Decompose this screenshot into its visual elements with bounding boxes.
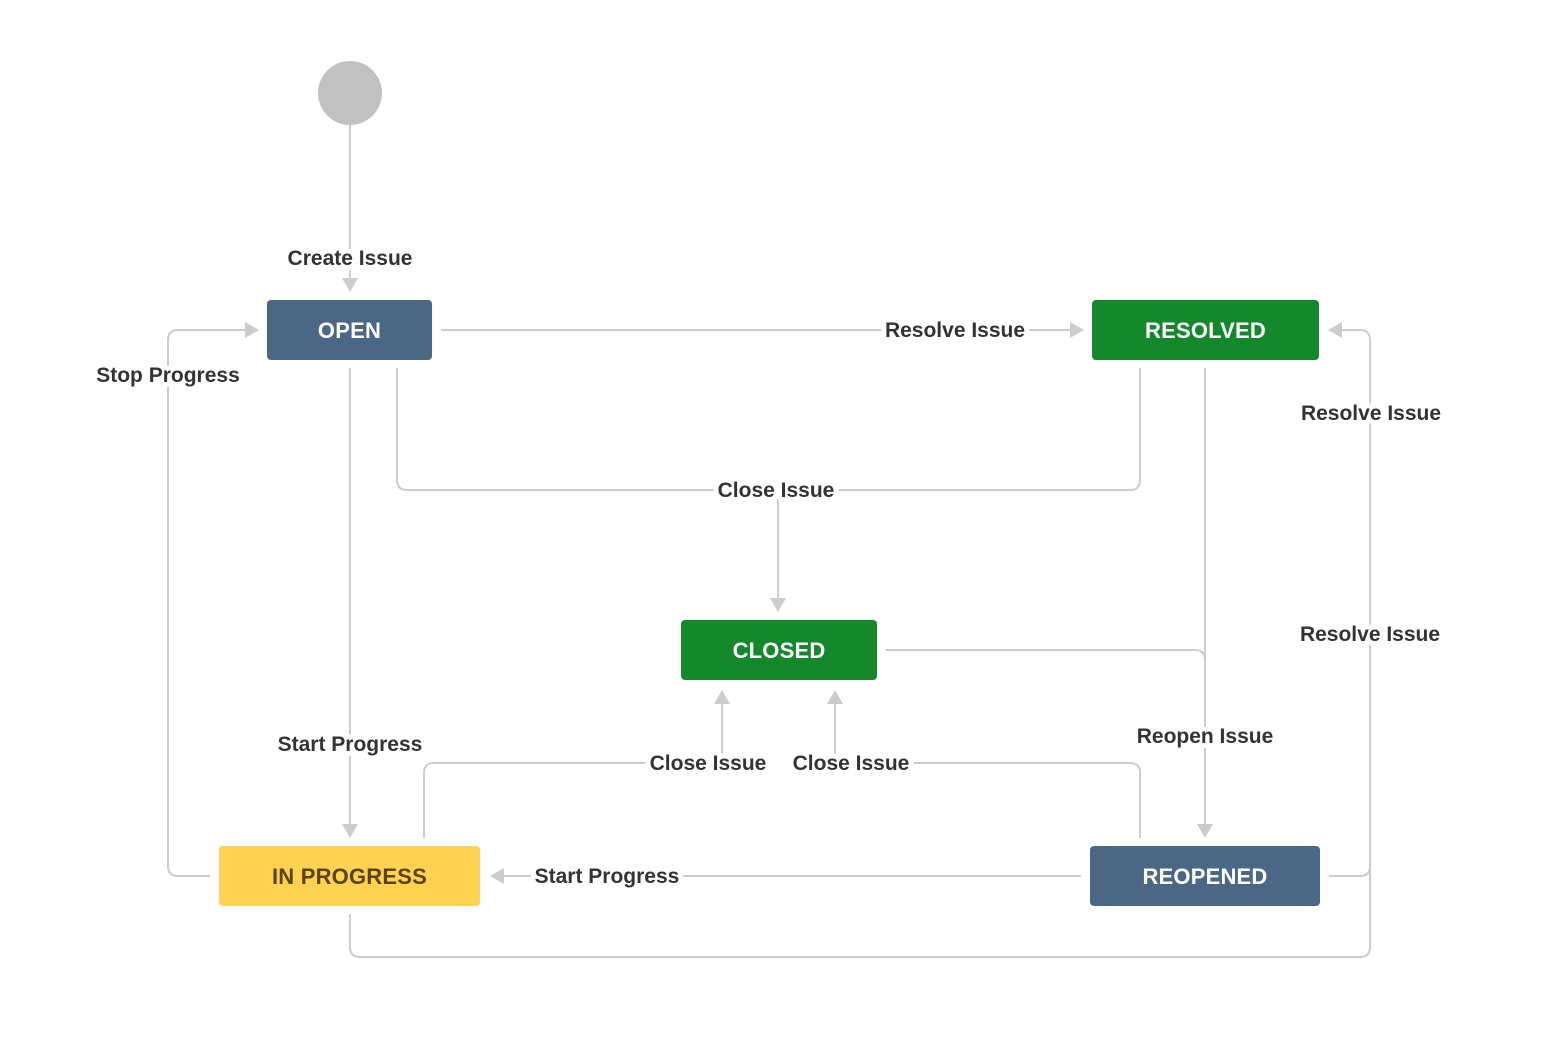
arrowhead-resolve-open bbox=[1070, 322, 1084, 338]
status-in-progress[interactable]: IN PROGRESS bbox=[219, 846, 480, 906]
arrowhead-stop-progress bbox=[245, 322, 259, 338]
status-reopened[interactable]: REOPENED bbox=[1090, 846, 1320, 906]
edge-close-inprogress bbox=[423, 704, 723, 838]
transition-resolve-issue-reopened[interactable]: Resolve Issue bbox=[1296, 397, 1446, 430]
start-node bbox=[318, 61, 382, 125]
transition-close-issue[interactable]: Close Issue bbox=[713, 474, 840, 507]
transition-resolve-issue-open[interactable]: Resolve Issue bbox=[880, 314, 1030, 347]
status-resolved-box bbox=[1092, 300, 1319, 360]
edge-close-from-open bbox=[396, 368, 1141, 491]
arrowhead-close-issue bbox=[770, 598, 786, 612]
transition-start-progress-reopened[interactable]: Start Progress bbox=[530, 860, 685, 893]
transition-close-issue-inprogress[interactable]: Close Issue bbox=[645, 747, 772, 780]
arrowhead-start-progress-reopened bbox=[490, 868, 504, 884]
status-closed-box bbox=[681, 620, 877, 680]
transition-reopen-issue[interactable]: Reopen Issue bbox=[1132, 720, 1279, 753]
arrowhead-close-reopened bbox=[827, 690, 843, 704]
transition-close-issue-reopened[interactable]: Close Issue bbox=[788, 747, 915, 780]
arrowhead-close-inprogress bbox=[714, 690, 730, 704]
status-open-label: OPEN bbox=[318, 318, 381, 343]
status-closed-label: CLOSED bbox=[733, 638, 826, 663]
edge-resolve-reopened bbox=[1329, 329, 1371, 877]
transition-labels: Create Issue Resolve Issue Stop Progress… bbox=[91, 242, 1446, 893]
status-resolved[interactable]: RESOLVED bbox=[1092, 300, 1319, 360]
status-closed[interactable]: CLOSED bbox=[681, 620, 877, 680]
edge-close-reopened bbox=[834, 704, 1141, 838]
transition-create-issue[interactable]: Create Issue bbox=[283, 242, 418, 275]
status-in-progress-box bbox=[219, 846, 480, 906]
status-open[interactable]: OPEN bbox=[267, 300, 432, 360]
edge-resolve-inprogress bbox=[349, 866, 1371, 958]
status-reopened-label: REOPENED bbox=[1142, 864, 1267, 889]
arrowhead-create-issue bbox=[342, 278, 358, 292]
connectors bbox=[167, 125, 1371, 958]
status-open-box bbox=[267, 300, 432, 360]
edge-reopen-from-closed bbox=[886, 649, 1206, 661]
arrowhead-start-progress-open bbox=[342, 824, 358, 838]
status-in-progress-label: IN PROGRESS bbox=[272, 864, 427, 889]
arrowhead-reopen-issue bbox=[1197, 824, 1213, 838]
status-resolved-label: RESOLVED bbox=[1145, 318, 1266, 343]
transition-start-progress-open[interactable]: Start Progress bbox=[273, 728, 428, 761]
transition-resolve-issue-inprogress[interactable]: Resolve Issue bbox=[1295, 618, 1445, 651]
transition-stop-progress[interactable]: Stop Progress bbox=[91, 359, 245, 392]
arrowhead-resolve-right bbox=[1328, 322, 1342, 338]
edge-stop-progress bbox=[167, 329, 245, 877]
status-reopened-box bbox=[1090, 846, 1320, 906]
